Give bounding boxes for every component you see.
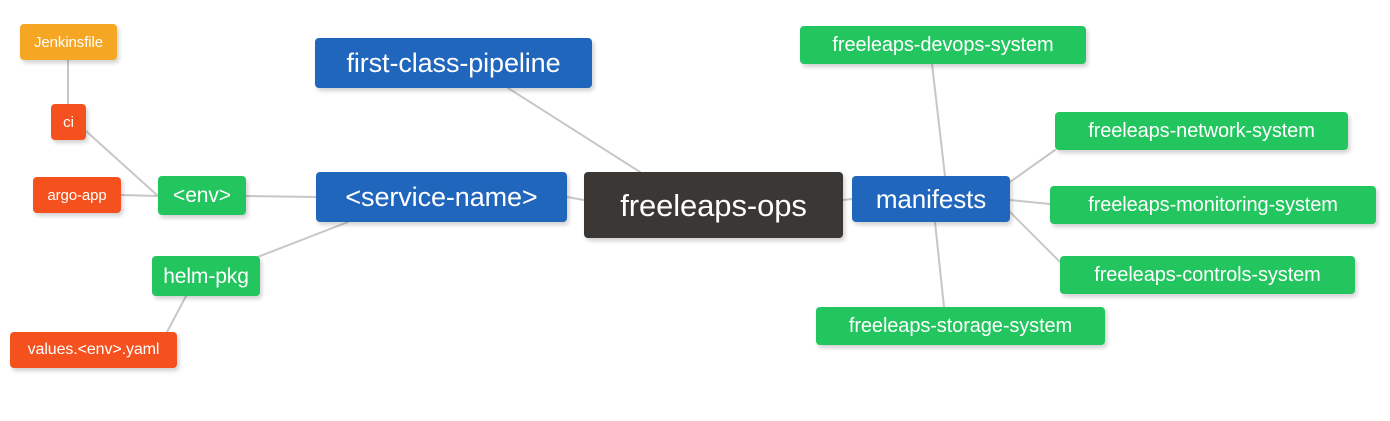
- node-values-yaml[interactable]: values.<env>.yaml: [10, 332, 177, 368]
- node-env[interactable]: <env>: [158, 176, 246, 215]
- node-label-controls-system: freeleaps-controls-system: [1094, 264, 1321, 286]
- node-label-values-yaml: values.<env>.yaml: [27, 341, 160, 358]
- node-controls-system[interactable]: freeleaps-controls-system: [1060, 256, 1355, 294]
- edge-first-class-pipeline-to-freeleaps-ops: [507, 87, 641, 173]
- node-label-service-name: <service-name>: [345, 181, 538, 212]
- edge-argo-app-to-env: [120, 194, 159, 197]
- edge-service-name-to-freeleaps-ops: [566, 196, 585, 201]
- node-label-monitoring-system: freeleaps-monitoring-system: [1088, 194, 1338, 216]
- node-freeleaps-ops[interactable]: freeleaps-ops: [584, 172, 843, 238]
- node-manifests[interactable]: manifests: [852, 176, 1010, 222]
- node-label-jenkinsfile: Jenkinsfile: [34, 33, 103, 51]
- node-label-ci: ci: [63, 113, 74, 131]
- node-label-first-class-pipeline: first-class-pipeline: [346, 47, 561, 78]
- node-argo-app[interactable]: argo-app: [33, 177, 121, 213]
- node-monitoring-system[interactable]: freeleaps-monitoring-system: [1050, 186, 1376, 224]
- node-label-devops-system: freeleaps-devops-system: [832, 34, 1054, 56]
- edge-helm-pkg-to-service-name: [254, 221, 349, 259]
- node-label-freeleaps-ops: freeleaps-ops: [620, 187, 807, 223]
- edge-env-to-service-name: [245, 195, 317, 198]
- edge-freeleaps-ops-to-manifests: [842, 198, 853, 201]
- node-label-storage-system: freeleaps-storage-system: [848, 315, 1073, 337]
- edge-devops-system-to-manifests: [931, 63, 946, 177]
- node-devops-system[interactable]: freeleaps-devops-system: [800, 26, 1086, 64]
- edge-monitoring-system-to-manifests: [1009, 199, 1051, 205]
- node-jenkinsfile[interactable]: Jenkinsfile: [20, 24, 117, 60]
- node-first-class-pipeline[interactable]: first-class-pipeline: [315, 38, 592, 88]
- node-network-system[interactable]: freeleaps-network-system: [1055, 112, 1348, 150]
- node-helm-pkg[interactable]: helm-pkg: [152, 256, 260, 296]
- node-storage-system[interactable]: freeleaps-storage-system: [816, 307, 1105, 345]
- node-label-argo-app: argo-app: [47, 186, 107, 204]
- node-label-network-system: freeleaps-network-system: [1088, 120, 1315, 142]
- node-label-manifests: manifests: [875, 184, 987, 214]
- node-service-name[interactable]: <service-name>: [316, 172, 567, 222]
- node-ci[interactable]: ci: [51, 104, 86, 140]
- edge-network-system-to-manifests: [1009, 149, 1056, 183]
- edge-values-yaml-to-helm-pkg: [165, 295, 187, 335]
- edge-storage-system-to-manifests: [934, 221, 945, 308]
- node-label-env: <env>: [173, 184, 231, 207]
- node-label-helm-pkg: helm-pkg: [163, 264, 249, 288]
